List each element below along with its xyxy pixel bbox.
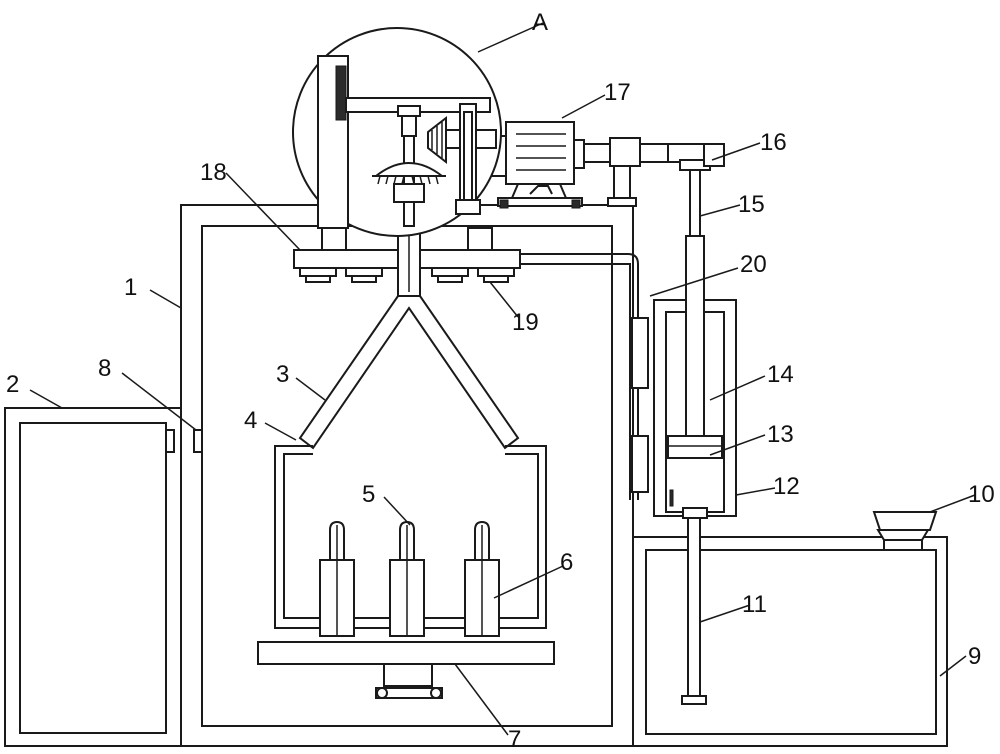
water-tank: [632, 511, 948, 747]
pipe-20: [520, 253, 649, 500]
detail-circle-a: [292, 27, 502, 237]
label-2: 2: [6, 371, 19, 398]
label-12: 12: [773, 473, 800, 500]
label-a: A: [532, 9, 548, 36]
turntable: [293, 227, 521, 297]
leader-lines: [29, 22, 976, 736]
clamp-units: [319, 520, 500, 637]
label-3: 3: [276, 361, 289, 388]
part-labels: A 1 2 3 4 5 6 7 8 9 10 11 12 13 14 15 16…: [6, 9, 995, 753]
base-plate: [257, 641, 555, 699]
label-16: 16: [760, 129, 787, 156]
label-4: 4: [244, 407, 257, 434]
bearing-pads: [299, 267, 515, 283]
label-15: 15: [738, 191, 765, 218]
hanger-frame: [298, 295, 520, 450]
label-19: 19: [512, 309, 539, 336]
motor: [491, 121, 585, 209]
label-18: 18: [200, 159, 227, 186]
side-cabinet: [4, 407, 182, 747]
clamp-right: [464, 520, 500, 637]
label-10: 10: [968, 481, 995, 508]
label-20: 20: [740, 251, 767, 278]
label-7: 7: [508, 726, 521, 753]
crank-arm: [581, 137, 725, 207]
hinge-8: [193, 429, 203, 453]
pump-cylinder: [653, 167, 737, 519]
label-17: 17: [604, 79, 631, 106]
label-8: 8: [98, 355, 111, 382]
label-14: 14: [767, 361, 794, 388]
clamp-left: [319, 520, 355, 637]
label-6: 6: [560, 549, 573, 576]
label-1: 1: [124, 274, 137, 301]
label-13: 13: [767, 421, 794, 448]
bevel-gear-teeth: [377, 175, 439, 185]
label-5: 5: [362, 481, 375, 508]
label-11: 11: [742, 591, 767, 618]
label-9: 9: [968, 643, 981, 670]
